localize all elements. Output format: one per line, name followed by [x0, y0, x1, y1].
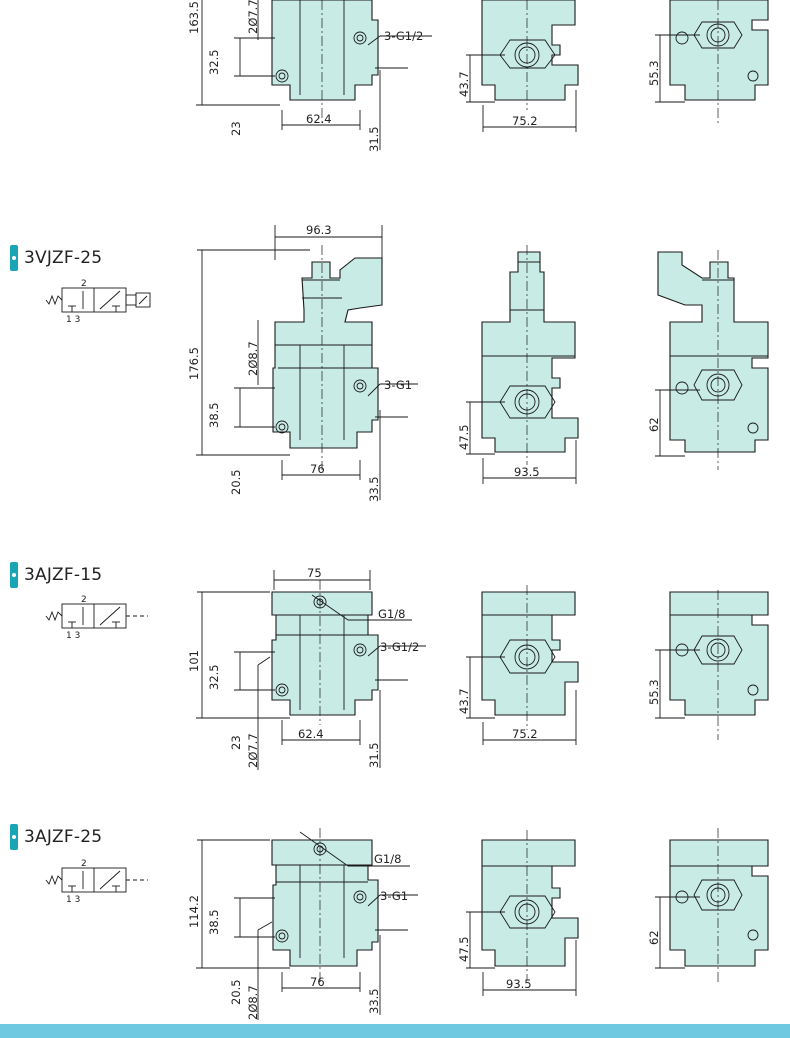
dimension-label: 96.3	[306, 223, 332, 237]
dimension-label: 75	[307, 566, 322, 580]
dimension-label: 31.5	[367, 742, 381, 768]
dimension-label: 3-G1/2	[380, 640, 419, 654]
dimension-label: 31.5	[367, 126, 381, 152]
dimension-label: 2	[81, 859, 87, 869]
dimension-label: 176.5	[187, 347, 201, 380]
dimension-label: 55.3	[647, 60, 661, 86]
dimension-label: 3-G1	[384, 378, 412, 392]
dimension-label: 75.2	[512, 727, 538, 741]
drawing-3ajzf-15: 2 1 3 75 G1/8 3-G1/2 101 32.5 23 2Ø7	[45, 566, 769, 770]
model-tag-icon	[10, 562, 18, 588]
dimension-label: 1 3	[66, 631, 80, 641]
dimension-label: 2Ø7.7	[246, 0, 260, 34]
dimension-label: G1/8	[374, 852, 401, 866]
valve-symbol: 2 1 3	[45, 595, 148, 641]
dimension-label: 3-G1/2	[384, 29, 423, 43]
dimension-label: 62	[647, 417, 661, 432]
drawing-3vjzf-25: 2 1 3 96.3 176.5 2Ø8.7 38.5 20.5 76	[45, 223, 769, 502]
dimension-label: 76	[310, 462, 325, 476]
model-tag-icon	[10, 245, 18, 271]
dimension-label: 62.4	[306, 112, 332, 126]
dimension-label: 76	[310, 975, 325, 989]
dimension-label: 62.4	[298, 727, 324, 741]
dimension-label: 47.5	[457, 936, 471, 962]
dimension-label: 93.5	[506, 977, 532, 991]
dimension-label: 1 3	[66, 895, 80, 905]
dimension-label: 33.5	[367, 476, 381, 502]
dimension-label: 3-G1	[380, 889, 408, 903]
model-label-3vjzf-25: 3VJZF-25	[10, 245, 102, 271]
dimension-label: 43.7	[457, 688, 471, 714]
dimension-label: 2Ø7.7	[246, 733, 260, 768]
model-name: 3VJZF-25	[24, 248, 103, 268]
dimension-label: 62	[647, 930, 661, 945]
drawing-3ajzf-25: 2 1 3 G1/8 3-G1 114.2 38.5 20.5 2Ø8.7	[45, 828, 769, 1020]
dimension-label: 75.2	[512, 114, 538, 128]
dimension-label: 2	[81, 595, 87, 605]
dimension-label: 2	[81, 279, 87, 289]
dimension-label: 20.5	[229, 469, 243, 495]
dimension-label: 32.5	[207, 664, 221, 690]
dimension-label: 32.5	[207, 49, 221, 75]
model-tag-icon	[10, 824, 18, 850]
dimension-label: 20.5	[229, 979, 243, 1005]
dimension-label: 38.5	[207, 909, 221, 935]
valve-symbol: 2 1 3	[45, 859, 148, 905]
dimension-label: 101	[187, 650, 201, 672]
dimension-label: 23	[229, 121, 243, 136]
dimension-label: 33.5	[367, 988, 381, 1014]
dimension-label: 47.5	[457, 424, 471, 450]
footer-bar	[0, 1024, 790, 1038]
model-name: 3AJZF-25	[24, 827, 103, 847]
dimension-label: 2Ø8.7	[246, 985, 260, 1020]
model-name: 3AJZF-15	[24, 565, 103, 585]
dimension-label: 114.2	[187, 895, 201, 928]
dimension-label: 2Ø8.7	[246, 341, 260, 376]
model-label-3ajzf-15: 3AJZF-15	[10, 562, 102, 588]
dimension-label: G1/8	[378, 607, 405, 621]
dimension-label: 1 3	[66, 315, 80, 325]
dimension-label: 38.5	[207, 402, 221, 428]
drawing-top-partial: 163.5 2Ø7.7 32.5 23 62.4 31.5 3-G1/2 43.…	[187, 0, 769, 152]
dimension-label: 43.7	[457, 71, 471, 97]
model-label-3ajzf-25: 3AJZF-25	[10, 824, 102, 850]
dimension-label: 55.3	[647, 679, 661, 705]
dimension-label: 163.5	[187, 1, 201, 34]
dimension-label: 23	[229, 735, 243, 750]
valve-symbol: 2 1 3	[45, 279, 151, 325]
dimension-label: 93.5	[514, 465, 540, 479]
